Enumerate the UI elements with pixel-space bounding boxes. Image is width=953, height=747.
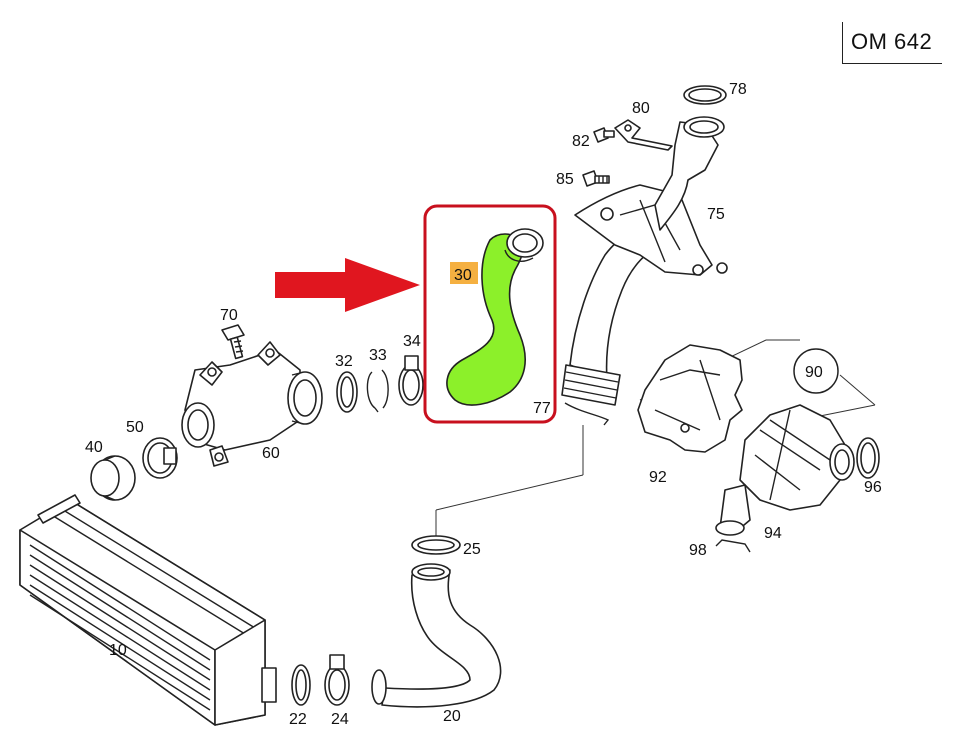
callout-78: 78 [729,81,747,98]
seal-ring-25 [411,535,461,555]
actuator-housing-94 [715,404,855,536]
pipe-end-77 [561,364,621,426]
highlight-frame [423,204,557,424]
intercooler-10 [19,494,277,726]
callout-50: 50 [126,419,144,436]
seal-ring-78 [683,85,727,105]
callout-85: 85 [556,171,574,188]
callout-60: 60 [262,445,280,462]
callout-10: 10 [109,642,127,659]
callout-77: 77 [533,400,551,417]
clamp-24 [324,654,350,706]
callout-20: 20 [443,708,461,725]
callout-labels: 10 20 22 24 25 30 32 33 34 40 50 60 70 7… [85,81,882,728]
clamp-34 [398,355,424,406]
seal-ring-22 [291,664,311,706]
callout-92: 92 [649,469,667,486]
callout-98: 98 [689,542,707,559]
callout-34: 34 [403,333,421,350]
engine-code: OM 642 [851,29,933,54]
lower-hose-20 [371,563,502,708]
clip-98 [715,539,751,553]
bolt-82 [593,127,615,143]
heat-shield-92 [637,344,743,453]
callout-70: 70 [220,307,238,324]
callout-22: 22 [289,711,307,728]
callout-82: 82 [572,133,590,150]
callout-75: 75 [707,206,725,223]
charge-air-hose-30 [446,228,544,406]
sleeve-40 [90,455,136,501]
seal-ring-96 [856,437,880,479]
callout-24: 24 [331,711,349,728]
callout-40: 40 [85,439,103,456]
spring-clip-33 [366,369,389,413]
charge-air-pipe-75 [569,116,728,381]
callout-90: 90 [805,364,823,381]
seal-ring-32 [336,371,358,413]
clamp-50 [142,437,178,479]
bolt-85 [582,170,610,187]
callout-30: 30 [454,267,472,284]
callout-96: 96 [864,479,882,496]
callout-25: 25 [463,541,481,558]
bracket-80 [614,119,673,151]
highlight-arrow [275,258,420,312]
callout-33: 33 [369,347,387,364]
callout-80: 80 [632,100,650,117]
intake-pipe-60 [181,341,323,467]
bolt-70 [221,324,245,360]
callout-94: 94 [764,525,782,542]
assembly-callout-circle [793,348,839,394]
callout-30-background [450,262,478,284]
engine-code-box: OM 642 [842,22,942,64]
callout-32: 32 [335,353,353,370]
